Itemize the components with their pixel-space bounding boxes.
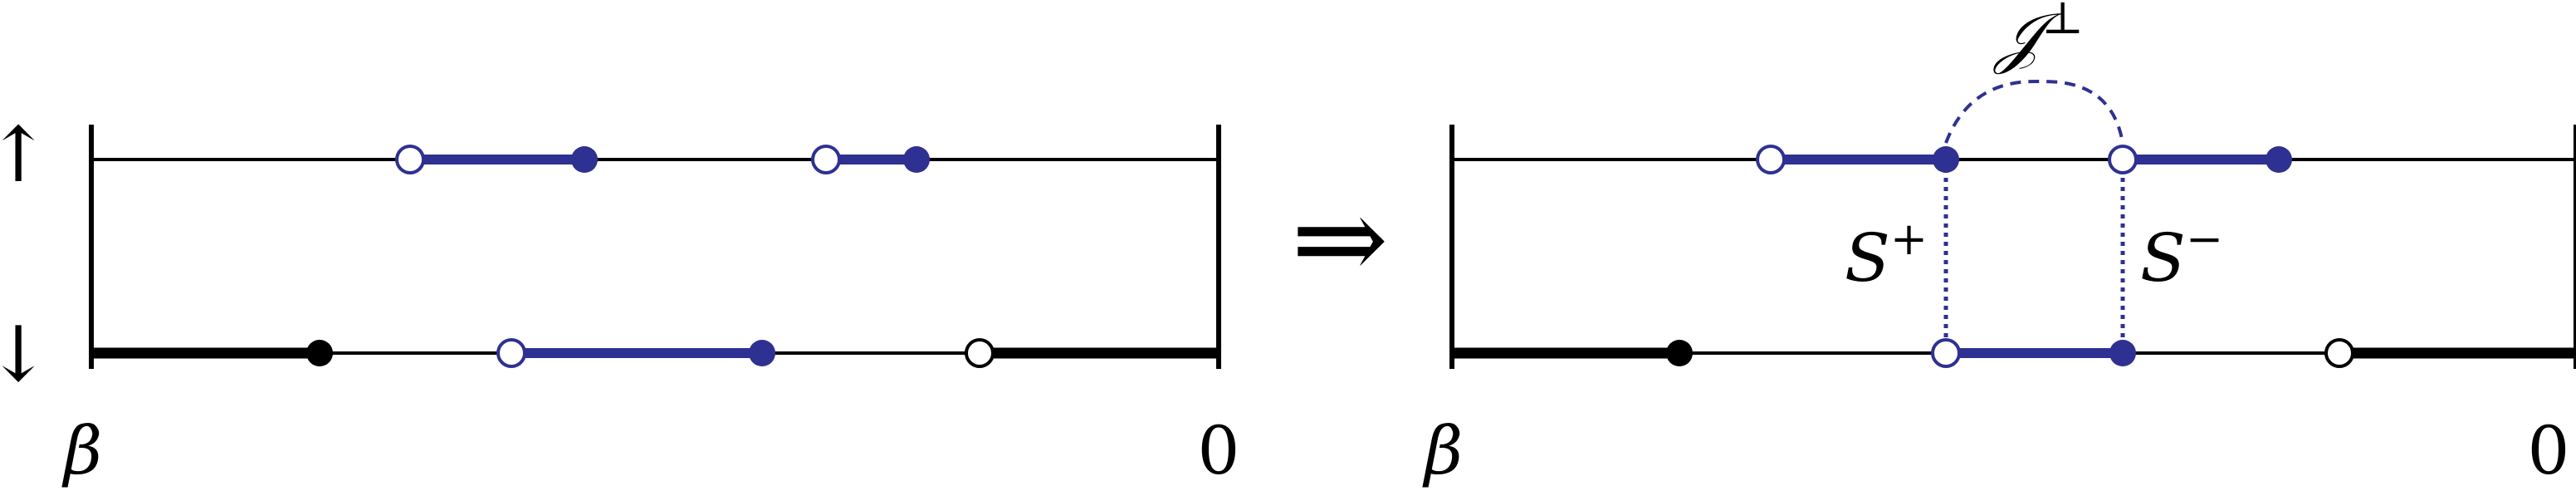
left-up-open-vertex-2 (811, 145, 841, 174)
splus-label-sup: + (1890, 213, 1928, 265)
right-beta-label: β (1422, 412, 1463, 489)
splus-label: S+ (1845, 213, 1928, 297)
sminus-label-sup: − (2186, 213, 2223, 265)
right-up-filled-vertex-1 (1933, 146, 1959, 173)
left-up-open-vertex-1 (395, 145, 425, 174)
sminus-label: S− (2140, 213, 2223, 297)
right-zero-label: 0 (2528, 412, 2570, 489)
jperp-dashed-arc (1944, 79, 2124, 144)
right-panel: S+ S− 𝒥⊥ β 0 (1422, 0, 2576, 489)
left-down-open-vertex-black (965, 338, 995, 368)
jperp-label: 𝒥⊥ (1992, 0, 2084, 76)
left-up-filled-vertex-1 (571, 146, 598, 173)
implies-arrow: ⇒ (1291, 172, 1388, 307)
sminus-label-base: S (2140, 219, 2186, 297)
left-zero-label: 0 (1198, 412, 1240, 489)
right-down-filled-vertex-black (1666, 340, 1693, 366)
right-down-open-vertex-accent (1931, 338, 1961, 368)
jperp-label-sup: ⊥ (2041, 0, 2084, 44)
left-panel: β 0 (61, 125, 1240, 489)
right-down-filled-vertex-accent (2109, 340, 2136, 366)
left-down-open-vertex-accent (496, 338, 526, 368)
right-up-filled-vertex-2 (2266, 146, 2292, 173)
right-up-open-vertex-2 (2108, 145, 2138, 174)
left-up-filled-vertex-2 (903, 146, 930, 173)
right-down-open-vertex-black (2324, 338, 2354, 368)
spin-down-arrow: ↓ (0, 310, 51, 399)
right-up-open-vertex-1 (1756, 145, 1786, 174)
left-down-filled-vertex-accent (749, 340, 775, 366)
left-beta-label: β (61, 412, 102, 489)
splus-label-base: S (1845, 219, 1890, 297)
left-down-filled-vertex-black (306, 340, 333, 366)
spin-up-arrow: ↑ (0, 110, 51, 199)
